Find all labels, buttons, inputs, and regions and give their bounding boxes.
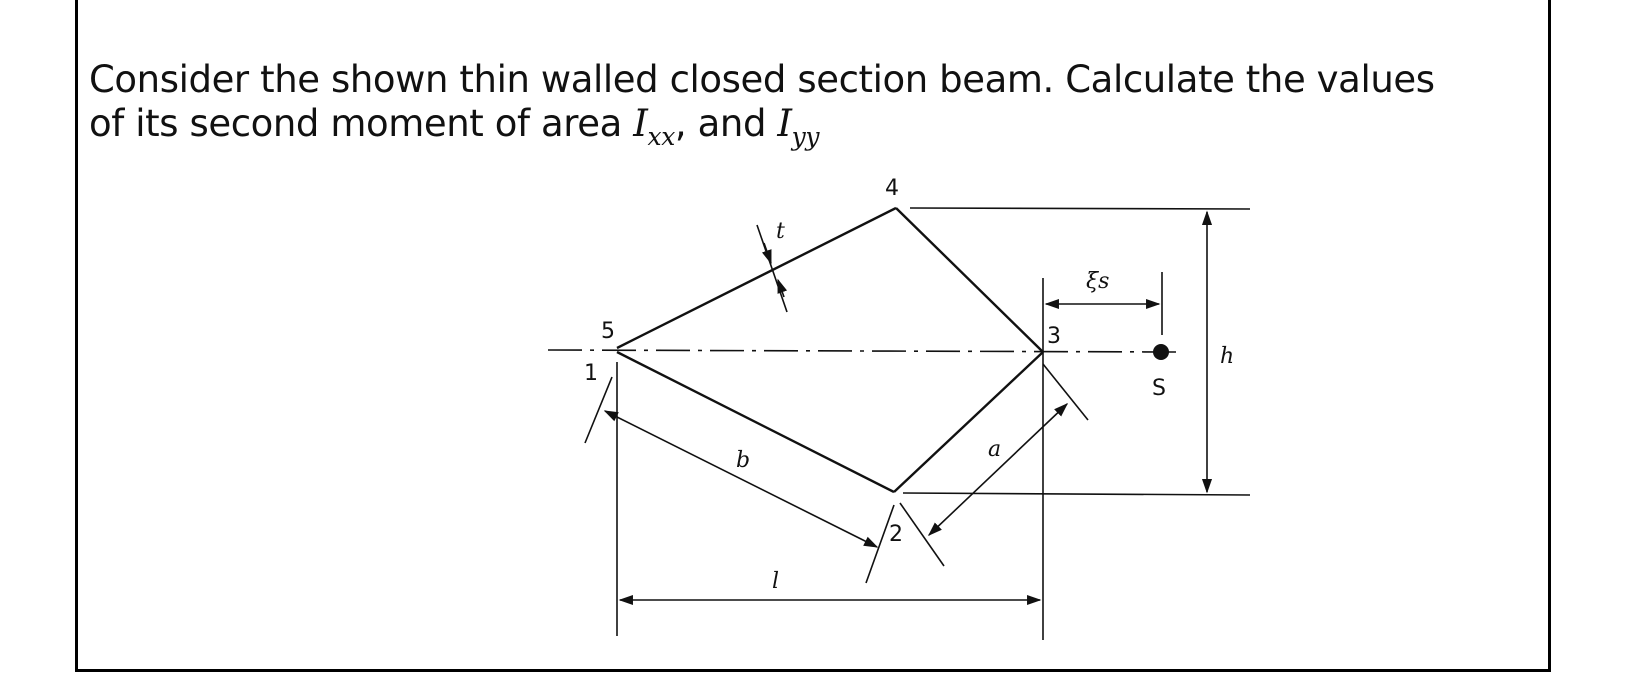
node-label-5: 5 xyxy=(601,319,615,344)
question-line-2: of its second moment of area Ixx, and Iy… xyxy=(89,102,1529,149)
question-text: Consider the shown thin walled closed se… xyxy=(89,58,1529,149)
h-extension-bottom xyxy=(902,492,1251,496)
dimension-l xyxy=(616,362,1042,636)
question-separator: , and xyxy=(674,102,778,145)
thickness-indicator xyxy=(756,224,788,313)
node-label-4: 4 xyxy=(885,176,899,201)
symmetry-axis xyxy=(547,349,1179,353)
shear-centre-point xyxy=(1153,344,1169,360)
question-line-2-prefix: of its second moment of area xyxy=(89,102,634,145)
node-label-1: 1 xyxy=(584,361,598,386)
ixx-symbol: Ixx xyxy=(633,102,675,149)
label-xi-s: ξs xyxy=(1086,269,1109,294)
label-thickness: t xyxy=(776,219,785,244)
dimension-a xyxy=(899,363,1089,567)
wall-5-4 xyxy=(616,206,897,350)
question-frame xyxy=(75,0,1551,672)
label-a: a xyxy=(988,437,1001,462)
wall-4-3 xyxy=(895,207,1044,353)
iyy-subscript: yy xyxy=(791,122,820,151)
label-b: b xyxy=(736,448,750,473)
label-shear-centre: S xyxy=(1152,376,1166,401)
iyy-letter: I xyxy=(777,102,792,145)
ixx-letter: I xyxy=(633,102,648,145)
wall-3-2 xyxy=(893,351,1044,493)
ixx-subscript: xx xyxy=(647,122,676,151)
dimension-b xyxy=(584,376,895,584)
node-label-3: 3 xyxy=(1047,324,1061,349)
h-extension-top xyxy=(909,207,1251,210)
node-label-2: 2 xyxy=(889,522,903,547)
question-line-1: Consider the shown thin walled closed se… xyxy=(89,58,1435,101)
label-l: l xyxy=(772,569,779,594)
wall-2-1 xyxy=(616,350,895,494)
iyy-symbol: Iyy xyxy=(777,102,819,149)
label-h: h xyxy=(1220,344,1234,369)
